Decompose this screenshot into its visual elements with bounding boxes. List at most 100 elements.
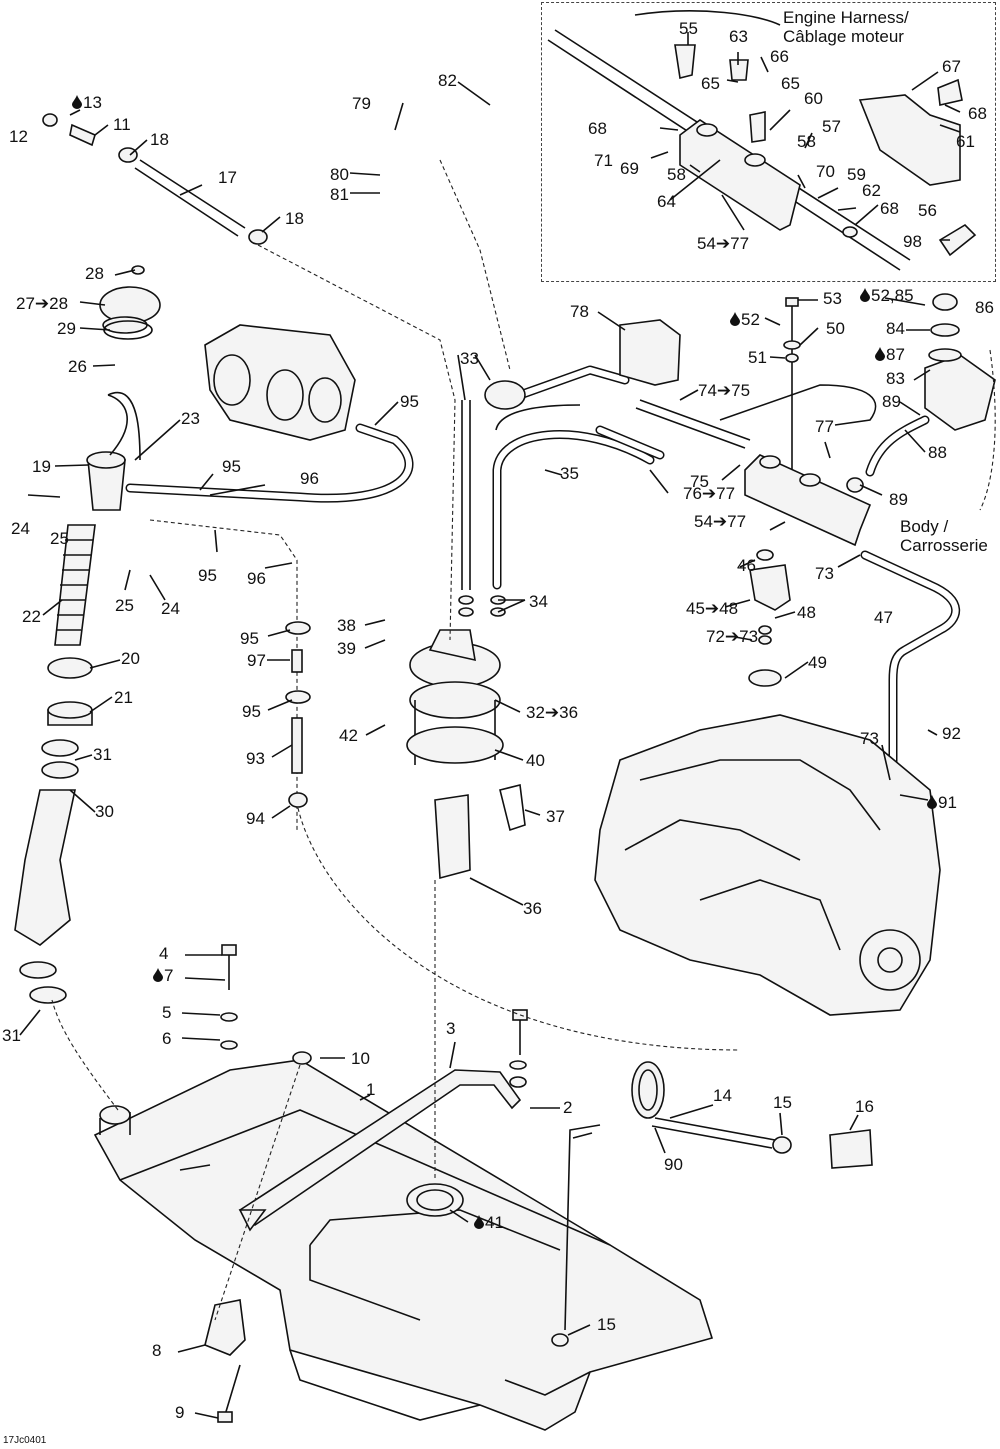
callout-label: 4 xyxy=(159,945,168,963)
callout-number: 91 xyxy=(938,793,957,812)
callout-label: 51 xyxy=(748,349,767,367)
filler-hose-22 xyxy=(54,524,96,646)
callout-label: 36 xyxy=(523,900,542,918)
callout-label: 34 xyxy=(529,593,548,611)
callout-number: 88 xyxy=(928,443,947,462)
callout-label: 88 xyxy=(928,444,947,462)
callout-number: 98 xyxy=(903,232,922,251)
callout-label: 6 xyxy=(162,1030,171,1048)
callout-number: 61 xyxy=(956,132,975,151)
callout-label: 27➔28 xyxy=(16,295,68,313)
callout-label: 58 xyxy=(667,166,686,184)
callout-number: 41 xyxy=(485,1213,504,1232)
callout-number: 29 xyxy=(57,319,76,338)
callout-label: 68 xyxy=(880,200,899,218)
callout-label: 29 xyxy=(57,320,76,338)
callout-number: 1 xyxy=(366,1080,376,1099)
fuel-pump-module xyxy=(406,629,526,880)
callout-label: 84 xyxy=(886,320,905,338)
callout-number: 75 xyxy=(690,472,709,491)
callout-label: 50 xyxy=(826,320,845,338)
hose-93-97 xyxy=(285,621,311,808)
callout-number: 89 xyxy=(882,392,901,411)
callout-label: 57 xyxy=(822,118,841,136)
callout-label: 95 xyxy=(222,458,241,476)
filler-cap xyxy=(99,265,161,340)
callout-label: 75 xyxy=(690,473,709,491)
callout-number: 37 xyxy=(546,807,565,826)
callout-label: 2 xyxy=(563,1099,572,1117)
callout-number: 9 xyxy=(175,1403,185,1422)
callout-label: 68 xyxy=(588,120,607,138)
callout-label: 3 xyxy=(446,1020,455,1038)
drain-line-14 xyxy=(551,1061,873,1347)
callout-number: 58 xyxy=(667,165,686,184)
bracket-8-bolt-9 xyxy=(204,1299,246,1423)
callout-label: 89 xyxy=(889,491,908,509)
body-line2: Carrosserie xyxy=(900,536,988,555)
callout-number: 12 xyxy=(9,127,28,146)
callout-number: 64 xyxy=(657,192,676,211)
callout-label: 33 xyxy=(460,350,479,368)
catalog-code: 17Jc0401 xyxy=(3,1435,47,1446)
callout-number: 5 xyxy=(162,1003,172,1022)
callout-label: 58 xyxy=(797,133,816,151)
callout-number: 68 xyxy=(588,119,607,138)
callout-label: 17 xyxy=(218,169,237,187)
callout-label: 70 xyxy=(816,163,835,181)
regulator-45-48 xyxy=(748,549,791,687)
callout-label: 13 xyxy=(72,94,102,113)
callout-number: 54➔77 xyxy=(697,234,750,253)
callout-label: 56 xyxy=(918,202,937,220)
callout-label: 91 xyxy=(927,794,957,813)
callout-label: 62 xyxy=(862,182,881,200)
callout-number: 66 xyxy=(770,47,789,66)
callout-number: 20 xyxy=(121,649,140,668)
callout-label: 98 xyxy=(903,233,922,251)
callout-label: 54➔77 xyxy=(697,235,749,253)
callout-number: 4 xyxy=(159,944,169,963)
callout-number: 81 xyxy=(330,185,349,204)
callout-number: 47 xyxy=(874,608,893,627)
callout-number: 83 xyxy=(886,369,905,388)
lubricant-drop-icon xyxy=(927,795,937,812)
callout-label: 87 xyxy=(875,346,905,365)
callout-number: 96 xyxy=(247,569,266,588)
callout-label: 12 xyxy=(9,128,28,146)
callout-label: 55 xyxy=(679,20,698,38)
callout-label: 83 xyxy=(886,370,905,388)
callout-label: 46 xyxy=(737,557,756,575)
callout-number: 15 xyxy=(773,1093,792,1112)
line-33-35 xyxy=(461,365,655,590)
orings-34 xyxy=(458,595,506,617)
callout-label: 19 xyxy=(32,458,51,476)
lubricant-drop-icon xyxy=(153,968,163,985)
callout-number: 38 xyxy=(337,616,356,635)
callout-number: 65 xyxy=(701,74,720,93)
vent-line-17 xyxy=(42,113,268,245)
callout-number: 52 xyxy=(741,310,760,329)
callout-label: 24 xyxy=(161,600,180,618)
callout-number: 65 xyxy=(781,74,800,93)
callout-number: 25 xyxy=(115,596,134,615)
callout-number: 46 xyxy=(737,556,756,575)
lubricant-drop-icon xyxy=(860,288,870,305)
callout-label: 65 xyxy=(781,75,800,93)
callout-label: 93 xyxy=(246,750,265,768)
callout-label: 97 xyxy=(247,652,266,670)
callout-number: 6 xyxy=(162,1029,172,1048)
callout-number: 68 xyxy=(880,199,899,218)
callout-label: 31 xyxy=(2,1027,21,1045)
bracket-78 xyxy=(619,319,681,386)
callout-number: 72➔73 xyxy=(706,627,759,646)
callout-number: 60 xyxy=(804,89,823,108)
callout-number: 35 xyxy=(560,464,579,483)
callout-number: 84 xyxy=(886,319,905,338)
callout-label: 18 xyxy=(150,131,169,149)
callout-number: 39 xyxy=(337,639,356,658)
callout-label: 49 xyxy=(808,654,827,672)
callout-label: 40 xyxy=(526,752,545,770)
callout-number: 28 xyxy=(85,264,104,283)
callout-number: 31 xyxy=(2,1026,21,1045)
